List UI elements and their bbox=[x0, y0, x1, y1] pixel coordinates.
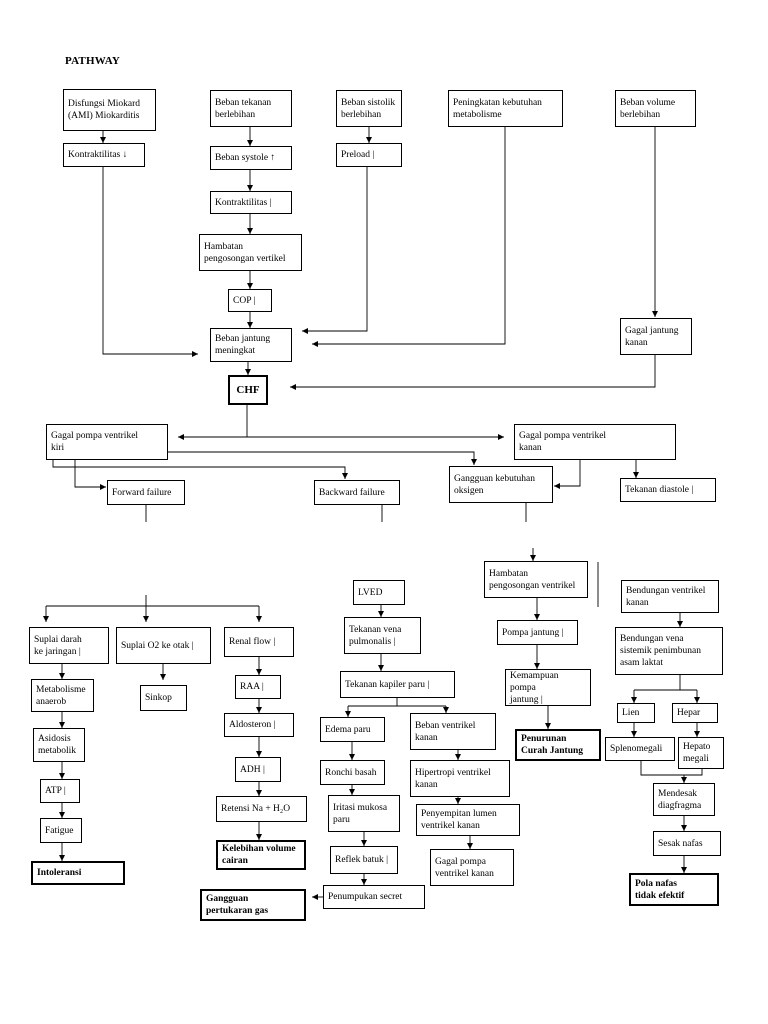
connector-arrow bbox=[168, 451, 477, 465]
node-bendungan-ventrikel: Bendungan ventrikel kanan bbox=[621, 580, 719, 613]
node-hambatan-pengosongan-vertikel: Hambatan pengosongan vertikel bbox=[199, 234, 302, 271]
node-kemampuan-pompa: Kemampuan pompa jantung | bbox=[505, 669, 591, 706]
node-edema-paru: Edema paru bbox=[320, 717, 385, 742]
node-peningkatan-metabolisme: Peningkatan kebutuhan metabolisme bbox=[448, 90, 563, 127]
node-atp: ATP | bbox=[40, 779, 80, 803]
node-aldosteron: Aldosteron | bbox=[224, 713, 294, 737]
node-reflek-batuk: Reflek batuk | bbox=[330, 846, 398, 874]
node-kontraktilitas-1: Kontraktilitas ↓ bbox=[63, 143, 145, 167]
node-gagal-pompa-kiri: Gagal pompa ventrikel kiri bbox=[46, 424, 168, 460]
node-beban-volume: Beban volume berlebihan bbox=[615, 90, 696, 127]
node-bendungan-vena: Bendungan vena sistemik penimbunan asam … bbox=[615, 627, 723, 675]
node-raa: RAA | bbox=[235, 675, 281, 699]
node-hepatomegali: Hepato megali bbox=[678, 737, 724, 769]
node-disfungsi-miokard: Disfungsi Miokard (AMI) Miokarditis bbox=[63, 89, 156, 131]
node-suplai-darah: Suplai darah ke jaringan | bbox=[29, 627, 109, 664]
node-tekanan-vena-pulmonalis: Tekanan vena pulmonalis | bbox=[344, 617, 421, 654]
node-lien: Lien bbox=[617, 703, 655, 723]
connector-arrow bbox=[74, 460, 106, 490]
node-hipertropi-ventrikel: Hipertropi ventrikel kanan bbox=[410, 760, 510, 797]
node-beban-systole: Beban systole ↑ bbox=[210, 146, 292, 170]
node-penyempitan-lumen: Penyempitan lumen ventrikel kanan bbox=[416, 804, 520, 836]
node-adh: ADH | bbox=[235, 757, 281, 782]
node-preload: Preload | bbox=[336, 143, 402, 167]
node-ronchi-basah: Ronchi basah bbox=[320, 760, 385, 785]
connector-arrow bbox=[290, 355, 656, 390]
node-gagal-pompa-ventrikel-kanan: Gagal pompa ventrikel kanan bbox=[430, 849, 514, 886]
node-hambatan-pengosongan-ventrikel: Hambatan pengosongan ventrikel bbox=[484, 561, 588, 598]
node-kelebihan-volume-cairan: Kelebihan volume cairan bbox=[216, 840, 306, 870]
node-gangguan-kebutuhan-oksigen: Gangguan kebutuhan oksigen bbox=[449, 466, 553, 503]
node-splenomegali: Splenomegali bbox=[605, 737, 675, 761]
connector-arrow bbox=[554, 460, 581, 489]
node-tekanan-diastole: Tekanan diastole | bbox=[620, 478, 716, 502]
node-kontraktilitas-2: Kontraktilitas | bbox=[210, 191, 292, 214]
node-cop: COP | bbox=[228, 289, 272, 312]
node-beban-jantung: Beban jantung meningkat bbox=[210, 328, 292, 362]
node-forward-failure: Forward failure bbox=[107, 480, 185, 505]
node-renal-flow: Renal flow | bbox=[224, 627, 294, 657]
node-pompa-jantung: Pompa jantung | bbox=[497, 620, 578, 645]
node-tekanan-kapiler-paru: Tekanan kapiler paru | bbox=[340, 671, 455, 698]
node-intoleransi: Intoleransi bbox=[31, 861, 125, 885]
page-title: PATHWAY bbox=[65, 55, 120, 67]
node-suplai-o2: Suplai O2 ke otak | bbox=[116, 627, 211, 664]
node-beban-ventrikel-kanan: Beban ventrikel kanan bbox=[410, 713, 496, 750]
node-retensi: Retensi Na + H₂O bbox=[216, 796, 307, 822]
node-lved: LVED bbox=[353, 580, 405, 605]
node-sesak-nafas: Sesak nafas bbox=[653, 831, 721, 856]
node-backward-failure: Backward failure bbox=[314, 480, 400, 505]
node-pola-nafas: Pola nafas tidak efektif bbox=[629, 873, 719, 906]
node-chf: CHF bbox=[228, 375, 268, 405]
node-penurunan-curah-jantung: Penurunan Curah Jantung bbox=[515, 729, 601, 761]
node-asidosis-metabolik: Asidosis metabolik bbox=[33, 728, 85, 762]
connector-line bbox=[640, 761, 703, 776]
node-sinkop: Sinkop bbox=[140, 685, 187, 711]
connector-arrow bbox=[302, 167, 368, 334]
node-hepar: Hepar bbox=[672, 703, 718, 723]
node-gangguan-pertukaran-gas: Gangguan pertukaran gas bbox=[200, 889, 306, 921]
node-gagal-jantung-kanan: Gagal jantung kanan bbox=[620, 318, 692, 355]
node-metabolisme-anaerob: Metabolisme anaerob bbox=[31, 679, 94, 712]
node-mendesak-diagfragma: Mendesak diagfragma bbox=[653, 783, 715, 816]
connector-arrow bbox=[312, 127, 506, 347]
node-iritasi-mukosa: Iritasi mukosa paru bbox=[328, 795, 400, 832]
node-penumpukan-secret: Penumpukan secret bbox=[323, 885, 425, 909]
node-beban-sistolik: Beban sistolik berlebihan bbox=[336, 90, 402, 127]
node-fatigue: Fatigue bbox=[40, 818, 82, 843]
connector-arrow bbox=[52, 460, 348, 479]
connector-arrow bbox=[102, 167, 198, 357]
node-gagal-pompa-kanan: Gagal pompa ventrikel kanan bbox=[514, 424, 676, 460]
node-beban-tekanan: Beban tekanan berlebihan bbox=[210, 90, 292, 127]
